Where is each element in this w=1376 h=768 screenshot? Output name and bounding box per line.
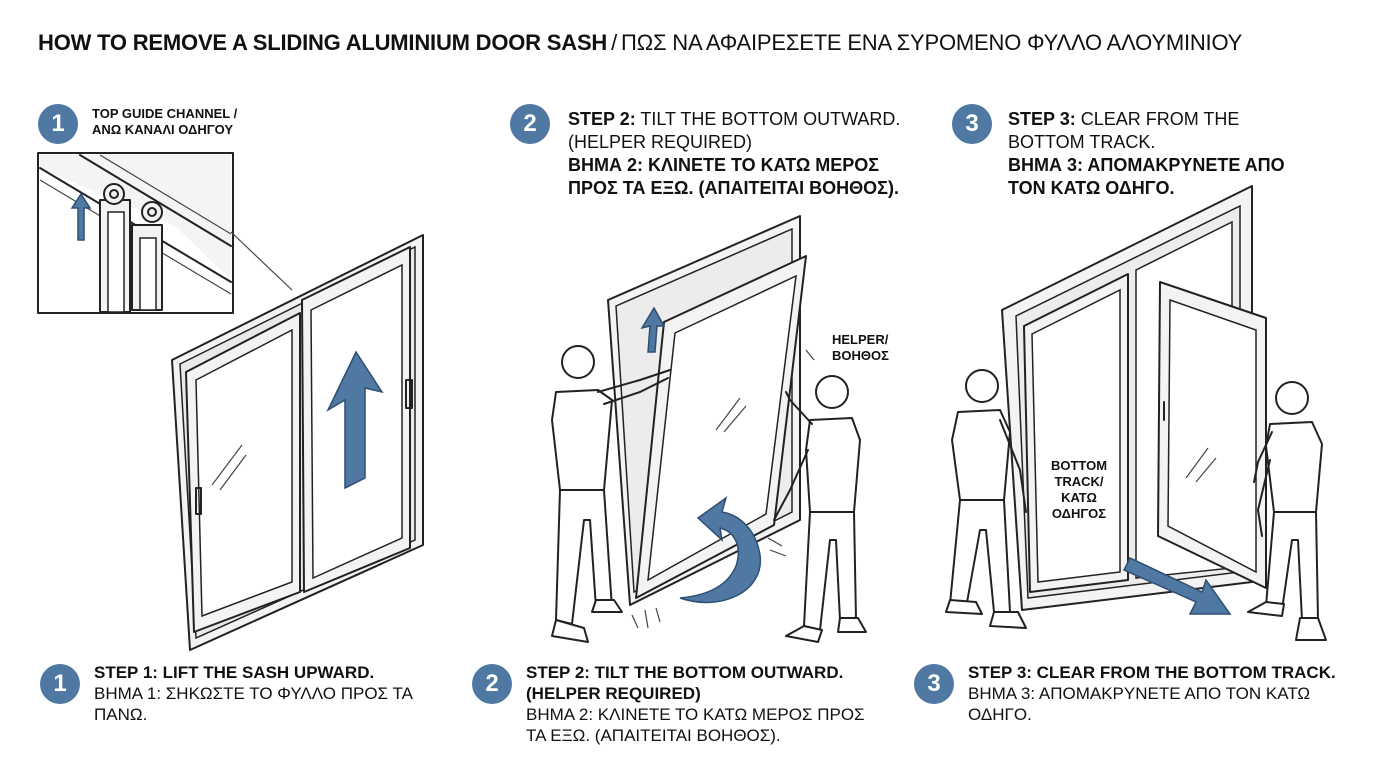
top-guide-callout-line2: ΑΝΩ ΚΑΝΑΛΙ ΟΔΗΓΟΥ <box>92 122 233 137</box>
panel-3-heading-en-2: BOTTOM TRACK. <box>1008 132 1156 152</box>
step-2-number-badge: 2 <box>472 664 512 704</box>
bottom-track-label-line4: ΟΔΗΓΟΣ <box>1051 506 1107 521</box>
helper-label-line2: ΒΟΗΘΟΣ <box>832 348 889 363</box>
panel-3-heading-step: STEP 3: <box>1008 109 1076 129</box>
step-3-caption: STEP 3: CLEAR FROM THE BOTTOM TRACK. ΒΗΜ… <box>968 662 1336 725</box>
panel-2-heading-en-1: TILT THE BOTTOM OUTWARD. <box>640 109 901 129</box>
up-arrow-icon <box>326 350 384 490</box>
panel-3-heading: STEP 3: CLEAR FROM THE BOTTOM TRACK. ΒΗΜ… <box>1008 108 1285 200</box>
curved-arrow-icon <box>679 496 761 604</box>
top-guide-callout: TOP GUIDE CHANNEL / ΑΝΩ ΚΑΝΑΛΙ ΟΔΗΓΟΥ <box>92 106 237 138</box>
up-arrow-icon <box>70 192 92 241</box>
panel-2-heading-step: STEP 2: <box>568 109 636 129</box>
title-separator: / <box>611 30 618 55</box>
panel-1-illustration <box>37 152 424 651</box>
panel-2-number-badge: 2 <box>510 104 550 144</box>
bottom-track-label-line3: ΚΑΤΩ <box>1061 490 1097 505</box>
panel-2-heading-gr-2: ΠΡΟΣ ΤΑ ΕΞΩ. (ΑΠΑΙΤΕΙΤΑΙ ΒΟΗΘΟΣ). <box>568 178 899 198</box>
up-arrow-icon <box>640 306 666 353</box>
step-1-heading: STEP 1: LIFT THE SASH UPWARD. <box>94 663 375 682</box>
panel-1-number-badge: 1 <box>38 104 78 144</box>
helper-label: HELPER/ ΒΟΗΘΟΣ <box>832 332 889 364</box>
step-3-number-badge: 3 <box>914 664 954 704</box>
worker-right-panel-3 <box>1247 381 1327 641</box>
title-greek: ΠΩΣ ΝΑ ΑΦΑΙΡΕΣΕΤΕ ΕΝΑ ΣΥΡΟΜΕΝΟ ΦΥΛΛΟ ΑΛΟ… <box>621 30 1243 55</box>
step-2-body-1: ΒΗΜΑ 2: ΚΛΙΝΕΤΕ ΤΟ ΚΑΤΩ ΜΕΡΟΣ ΠΡΟΣ <box>526 705 865 724</box>
step-1-caption: STEP 1: LIFT THE SASH UPWARD. ΒΗΜΑ 1: ΣΗ… <box>94 662 413 725</box>
step-2-body-2: ΤΑ ΕΞΩ. (ΑΠΑΙΤΕΙΤΑΙ ΒΟΗΘΟΣ). <box>526 726 781 745</box>
page-title: HOW TO REMOVE A SLIDING ALUMINIUM DOOR S… <box>38 30 1242 56</box>
panel-2-heading-gr-1: ΒΗΜΑ 2: ΚΛΙΝΕΤΕ ΤΟ ΚΑΤΩ ΜΕΡΟΣ <box>568 155 880 175</box>
panel-2-illustration <box>551 215 867 643</box>
step-3-heading: STEP 3: CLEAR FROM THE BOTTOM TRACK. <box>968 663 1336 682</box>
top-guide-detail-inset <box>37 152 234 314</box>
panel-2-heading: STEP 2: TILT THE BOTTOM OUTWARD. (HELPER… <box>568 108 900 200</box>
step-3-body-2: ΟΔΗΓΟ. <box>968 705 1032 724</box>
diagonal-arrow-icon <box>1122 557 1232 615</box>
step-1-body-2: ΠΑΝΩ. <box>94 705 148 724</box>
helper-label-line1: HELPER/ <box>832 332 889 347</box>
bottom-track-label-line1: BOTTOM <box>1050 458 1108 473</box>
panel-3-heading-gr-2: ΤΟΝ ΚΑΤΩ ΟΔΗΓΟ. <box>1008 178 1175 198</box>
worker-left-panel-3 <box>945 369 1027 629</box>
step-1-body-1: ΒΗΜΑ 1: ΣΗΚΩΣΤΕ ΤΟ ΦΥΛΛΟ ΠΡΟΣ ΤΑ <box>94 684 413 703</box>
worker-helper <box>773 375 867 643</box>
panel-2-heading-en-2: (HELPER REQUIRED) <box>568 132 753 152</box>
panel-3-illustration <box>945 185 1327 641</box>
worker-left <box>551 345 671 643</box>
panel-3-heading-en-1: CLEAR FROM THE <box>1080 109 1240 129</box>
top-guide-callout-line1: TOP GUIDE CHANNEL / <box>92 106 238 121</box>
step-3-body-1: ΒΗΜΑ 3: ΑΠΟΜΑΚΡΥΝΕΤΕ ΑΠΟ ΤΟΝ ΚΑΤΩ <box>968 684 1311 703</box>
panel-3-number-badge: 3 <box>952 104 992 144</box>
bottom-track-label: BOTTOM TRACK/ ΚΑΤΩ ΟΔΗΓΟΣ <box>1040 458 1118 522</box>
bottom-track-label-line2: TRACK/ <box>1054 474 1104 489</box>
step-1-number-badge: 1 <box>40 664 80 704</box>
step-2-caption: STEP 2: TILT THE BOTTOM OUTWARD. (HELPER… <box>526 662 865 746</box>
step-2-heading-1: STEP 2: TILT THE BOTTOM OUTWARD. <box>526 663 844 682</box>
step-2-heading-2: (HELPER REQUIRED) <box>526 684 701 703</box>
panel-3-heading-gr-1: ΒΗΜΑ 3: ΑΠΟΜΑΚΡΥΝΕΤΕ ΑΠΟ <box>1008 155 1285 175</box>
title-english: HOW TO REMOVE A SLIDING ALUMINIUM DOOR S… <box>38 30 608 55</box>
